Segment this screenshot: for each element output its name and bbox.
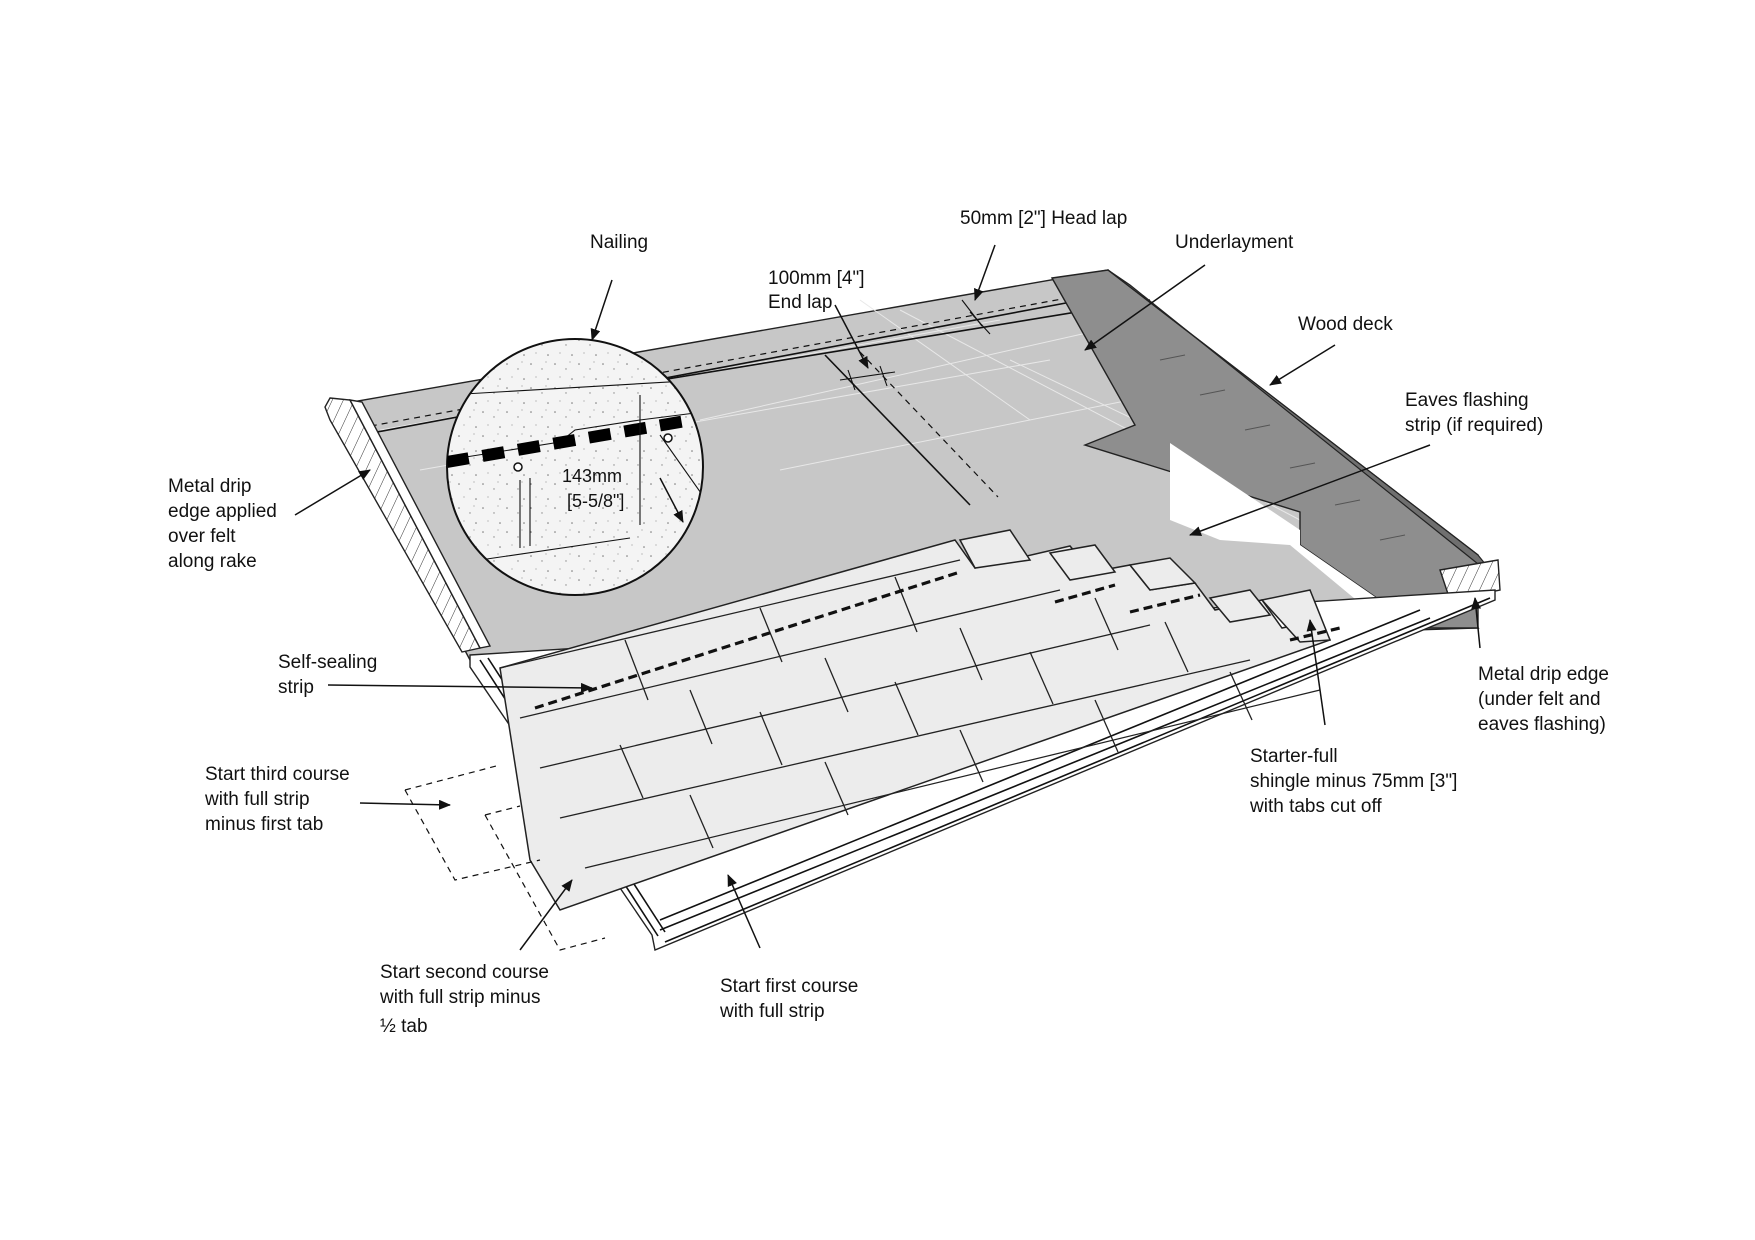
- label-detail-dim-1: 143mm: [562, 466, 622, 486]
- label-metal-drip-eave-1: Metal drip edge: [1478, 664, 1609, 685]
- annotations: Nailing 50mm [2"] Head lap Underlayment …: [168, 208, 1609, 1037]
- label-eaves-flashing-2: strip (if required): [1405, 415, 1543, 436]
- label-metal-drip-rake-2: edge applied: [168, 501, 277, 522]
- label-metal-drip-eave-2: (under felt and: [1478, 689, 1601, 710]
- label-end-lap-1: 100mm [4"]: [768, 268, 865, 289]
- label-metal-drip-rake-4: along rake: [168, 551, 257, 572]
- label-self-sealing-1: Self-sealing: [278, 652, 377, 673]
- label-second-course-1: Start second course: [380, 962, 549, 983]
- label-end-lap-2: End lap: [768, 292, 832, 313]
- label-first-course-2: with full strip: [719, 1001, 825, 1022]
- label-second-course-3: ½ tab: [380, 1016, 428, 1037]
- label-starter-2: shingle minus 75mm [3"]: [1250, 771, 1457, 792]
- label-third-course-3: minus first tab: [205, 814, 323, 835]
- end-lap-dimension: [839, 365, 896, 391]
- label-starter-1: Starter-full: [1250, 746, 1338, 767]
- label-self-sealing-2: strip: [278, 677, 314, 698]
- label-eaves-flashing-1: Eaves flashing: [1405, 390, 1529, 411]
- label-third-course-2: with full strip: [204, 789, 310, 810]
- label-head-lap: 50mm [2"] Head lap: [960, 208, 1127, 229]
- self-sealing-strips: [534, 570, 1341, 710]
- rake-drip-edge: [324, 397, 492, 653]
- label-nailing: Nailing: [590, 232, 648, 253]
- label-metal-drip-rake-1: Metal drip: [168, 476, 251, 497]
- label-third-course-1: Start third course: [205, 764, 350, 785]
- label-metal-drip-eave-3: eaves flashing): [1478, 714, 1606, 735]
- label-second-course-2: with full strip minus: [379, 987, 541, 1008]
- label-underlayment: Underlayment: [1175, 232, 1294, 253]
- label-detail-dim-2: [5-5/8"]: [567, 491, 624, 511]
- label-metal-drip-rake-3: over felt: [168, 526, 236, 547]
- head-lap-dimension: [961, 299, 991, 335]
- label-wood-deck: Wood deck: [1298, 314, 1393, 335]
- nailing-detail-circle: [446, 338, 704, 596]
- label-starter-3: with tabs cut off: [1249, 796, 1382, 817]
- shingle-tab-lines: [499, 559, 1321, 869]
- course-offset-outlines: [404, 764, 606, 951]
- eaves-flashing-area: [1170, 443, 1420, 628]
- label-first-course-1: Start first course: [720, 976, 858, 997]
- leader-lines: [294, 244, 1482, 951]
- shingle-courses: [499, 529, 1332, 911]
